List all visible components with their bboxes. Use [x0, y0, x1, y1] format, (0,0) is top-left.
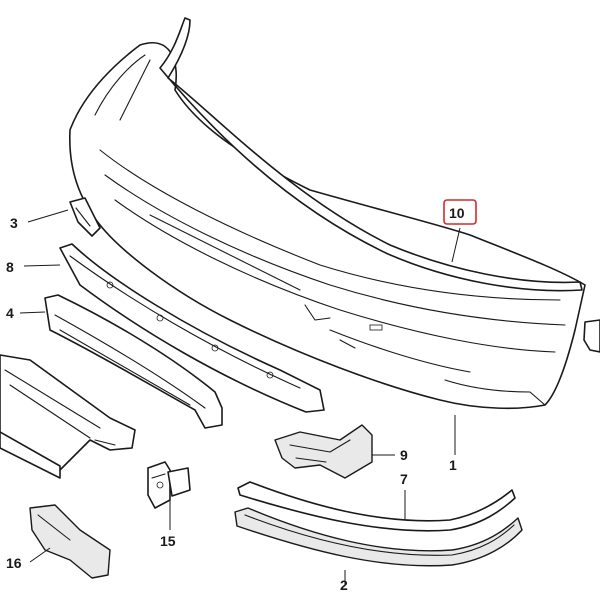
mounting-clip[interactable]: [147, 461, 191, 509]
side-bracket[interactable]: [274, 424, 373, 479]
callout-4: 4: [6, 305, 14, 321]
lower-trim-upper[interactable]: [237, 481, 516, 532]
callout-10[interactable]: 10: [449, 205, 465, 221]
upper-trim-strip[interactable]: [159, 17, 583, 292]
callout-16: 16: [6, 555, 22, 571]
grille-frame[interactable]: [44, 294, 223, 429]
callout-7: 7: [400, 471, 408, 487]
right-bracket[interactable]: [583, 319, 600, 353]
callout-1: 1: [449, 457, 457, 473]
mounting-bracket[interactable]: [69, 197, 101, 237]
impact-block[interactable]: [29, 504, 111, 579]
callout-2: 2: [340, 577, 348, 593]
leader-lines: [19, 209, 461, 585]
callout-10-highlight: [443, 199, 477, 225]
callout-8: 8: [6, 259, 14, 275]
callout-15: 15: [160, 533, 176, 549]
callout-3: 3: [10, 215, 18, 231]
left-lower-strip[interactable]: [0, 431, 61, 479]
retaining-strip[interactable]: [59, 243, 325, 413]
lower-trim-main[interactable]: [234, 507, 523, 567]
callout-9: 9: [400, 447, 408, 463]
